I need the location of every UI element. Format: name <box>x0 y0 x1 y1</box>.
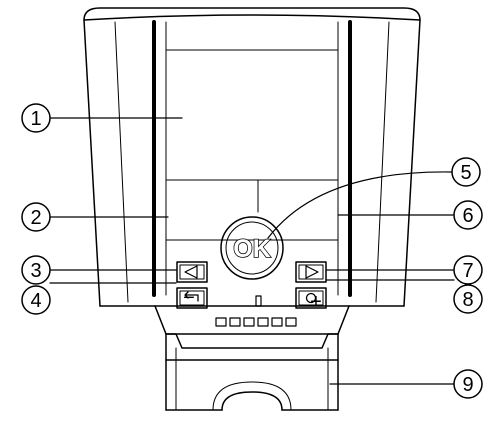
svg-text:3: 3 <box>30 260 41 282</box>
leader-lines <box>49 117 455 385</box>
svg-text:8: 8 <box>462 289 473 311</box>
device-housing <box>83 7 421 307</box>
connector-slots <box>215 317 297 327</box>
display-screen <box>165 49 339 241</box>
svg-text:7: 7 <box>462 260 473 282</box>
svg-text:5: 5 <box>460 162 471 184</box>
svg-text:4: 4 <box>30 290 41 312</box>
callout-6: 6 <box>453 200 483 230</box>
minus-label: − <box>183 287 195 309</box>
callout-5: 5 <box>451 157 481 187</box>
plus-label: + <box>310 291 322 313</box>
plus-button[interactable]: + <box>310 291 322 313</box>
callout-9: 9 <box>453 369 483 399</box>
left-arrow-button[interactable] <box>176 261 208 283</box>
svg-text:2: 2 <box>30 207 41 229</box>
right-arrow-button[interactable] <box>295 261 327 283</box>
callout-3: 3 <box>21 255 51 285</box>
minus-button[interactable]: − <box>183 287 195 309</box>
svg-text:6: 6 <box>462 205 473 227</box>
callout-8: 8 <box>453 284 483 314</box>
circle-button[interactable] <box>295 287 327 309</box>
callout-2: 2 <box>21 202 51 232</box>
return-arrow-icon <box>184 291 199 302</box>
ok-label: OK <box>233 235 271 263</box>
bottom-clip <box>154 305 350 411</box>
front-panel <box>152 20 352 297</box>
status-led <box>255 295 262 307</box>
callout-7: 7 <box>453 255 483 285</box>
callout-1: 1 <box>21 103 51 133</box>
svg-text:1: 1 <box>30 108 41 130</box>
callout-4: 4 <box>21 285 51 315</box>
circle-icon <box>305 292 317 304</box>
left-triangle-icon <box>184 265 198 279</box>
ok-button[interactable]: OK <box>220 216 284 280</box>
back-button[interactable] <box>176 287 208 309</box>
right-triangle-icon <box>305 265 319 279</box>
svg-text:9: 9 <box>462 374 473 396</box>
